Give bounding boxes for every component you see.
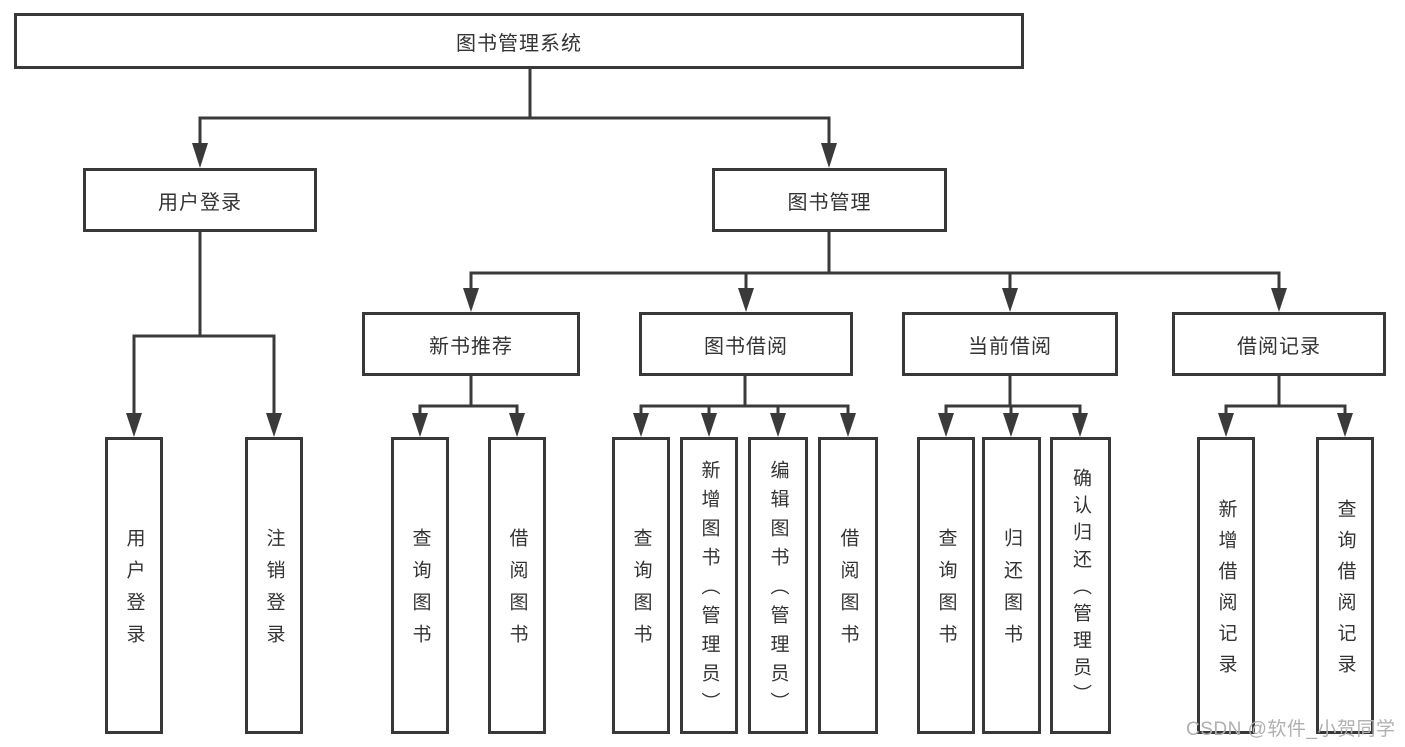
leaf-borrow-books: 借阅图书 bbox=[818, 437, 878, 734]
leaf-edit-book-admin: 编辑图书（管理员） bbox=[748, 437, 808, 734]
node-user-login: 用户登录 bbox=[83, 168, 317, 232]
connector-current-to-leaves bbox=[944, 376, 1082, 416]
leaf-return-book-label: 归还图书 bbox=[1001, 528, 1022, 656]
leaf-logout-label: 注销登录 bbox=[263, 528, 285, 656]
leaf-add-book-admin: 新增图书（管理员） bbox=[680, 437, 738, 734]
node-book-borrow: 图书借阅 bbox=[639, 312, 853, 376]
node-borrow-records: 借阅记录 bbox=[1172, 312, 1386, 376]
connector-borrow-to-leaves bbox=[639, 376, 850, 416]
leaf-user-login: 用户登录 bbox=[105, 437, 163, 734]
node-new-book-recommend: 新书推荐 bbox=[362, 312, 580, 376]
leaf-edit-book-admin-label: 编辑图书（管理员） bbox=[767, 460, 789, 721]
leaf-add-borrow-record-label: 新增借阅记录 bbox=[1215, 498, 1237, 685]
connector-mgmt-to-level2 bbox=[469, 232, 1281, 291]
leaf-query-books-recommend-label: 查询图书 bbox=[409, 528, 431, 656]
leaf-query-borrow-record: 查询借阅记录 bbox=[1316, 437, 1374, 734]
leaf-query-borrow-record-label: 查询借阅记录 bbox=[1334, 498, 1356, 685]
node-library-system: 图书管理系统 bbox=[14, 13, 1024, 69]
leaf-borrow-books-recommend-label: 借阅图书 bbox=[506, 528, 528, 656]
leaf-query-books-recommend: 查询图书 bbox=[391, 437, 449, 734]
leaf-add-book-admin-label: 新增图书（管理员） bbox=[698, 460, 720, 721]
leaf-confirm-return-admin: 确认归还（管理员） bbox=[1050, 437, 1111, 734]
leaf-logout: 注销登录 bbox=[245, 437, 303, 734]
leaf-borrow-books-recommend: 借阅图书 bbox=[488, 437, 546, 734]
leaf-add-borrow-record: 新增借阅记录 bbox=[1197, 437, 1255, 734]
node-book-management: 图书管理 bbox=[712, 168, 947, 232]
csdn-watermark: CSDN @软件_小贺同学 bbox=[1186, 719, 1396, 740]
leaf-borrow-books-label: 借阅图书 bbox=[837, 528, 859, 656]
leaf-return-book: 归还图书 bbox=[982, 437, 1041, 734]
leaf-query-books-current: 查询图书 bbox=[917, 437, 975, 734]
connector-recommend-to-leaves bbox=[418, 376, 519, 416]
connector-records-to-leaves bbox=[1224, 376, 1347, 416]
leaf-query-books-borrow-label: 查询图书 bbox=[630, 528, 652, 656]
leaf-confirm-return-admin-label: 确认归还（管理员） bbox=[1070, 468, 1091, 711]
connector-root-to-level1 bbox=[198, 69, 831, 146]
leaf-user-login-label: 用户登录 bbox=[123, 528, 145, 656]
leaf-query-books-borrow: 查询图书 bbox=[612, 437, 670, 734]
arrowheads bbox=[126, 143, 1353, 437]
node-current-borrow: 当前借阅 bbox=[902, 312, 1118, 376]
leaf-query-books-current-label: 查询图书 bbox=[935, 528, 957, 656]
connector-login-to-leaves bbox=[132, 232, 276, 416]
